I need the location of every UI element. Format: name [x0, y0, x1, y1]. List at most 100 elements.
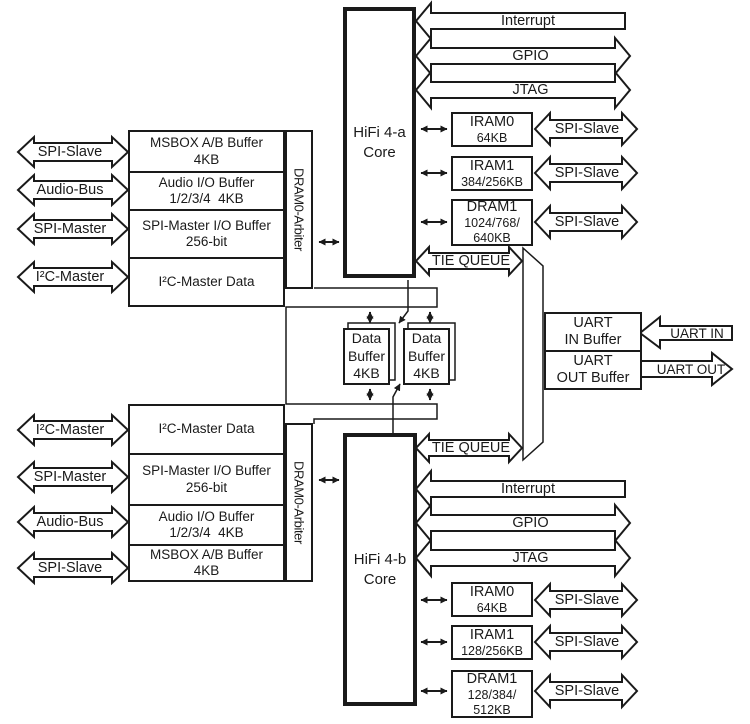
row-sublabel: 4KB — [193, 151, 220, 167]
dram1-a-box: DRAM1 1024/768/ 640KB — [451, 199, 533, 246]
spi-slave-arrow-iram1-b — [533, 623, 639, 661]
uart-out-arrow-label: UART OUT — [656, 361, 726, 377]
gpio-label-a: GPIO — [512, 48, 549, 64]
iram1-a-box: IRAM1 384/256KB — [451, 156, 533, 191]
audio-bus-label-top-left: Audio-Bus — [36, 182, 104, 198]
row-label: MSBOX A/B Buffer — [149, 135, 264, 151]
memory-size: 384/256KB — [461, 174, 523, 189]
memory-size: 128/256KB — [461, 643, 523, 658]
core-b-io-buffer-block: I²C-Master Data SPI-Master I/O Buffer 25… — [128, 404, 285, 582]
row-label: MSBOX A/B Buffer — [149, 546, 264, 562]
i2c-master-data-row-a: I²C-Master Data — [130, 257, 283, 305]
arbiter-label: DRAM0-Arbiter — [291, 461, 307, 544]
iram0-b-box: IRAM0 64KB — [451, 582, 533, 617]
jtag-arrow-b — [414, 537, 632, 579]
hifi4a-core: HiFi 4-a Core — [343, 7, 416, 278]
spi-slave-label-bottom-left: SPI-Slave — [37, 560, 103, 576]
memory-size: 1024/768/ — [464, 216, 520, 231]
tie-queue-channel — [522, 246, 544, 462]
uart-in-arrow-label: UART IN — [670, 325, 724, 341]
gpio-arrow-a — [414, 35, 632, 77]
core-sublabel: Core — [363, 143, 396, 161]
core-a-io-buffer-block: MSBOX A/B Buffer 4KB Audio I/O Buffer 1/… — [128, 130, 285, 307]
memory-name: IRAM0 — [469, 583, 515, 600]
memory-name: DRAM1 — [466, 199, 518, 216]
memory-size: 64KB — [476, 130, 508, 145]
buffer-label: Buffer — [347, 347, 386, 364]
interrupt-label-a: Interrupt — [501, 13, 555, 29]
memory-name: IRAM1 — [469, 157, 515, 174]
spi-slave-label-iram1-a: SPI-Slave — [554, 165, 620, 181]
spi-slave-arrow-dram1-a — [533, 203, 639, 241]
audio-bus-label-bottom-left: Audio-Bus — [36, 514, 104, 530]
core-label: HiFi 4-b — [353, 551, 407, 568]
data-buffer-right: Data Buffer 4KB — [403, 328, 450, 385]
row-label: SPI-Master I/O Buffer — [142, 463, 271, 479]
memory-name: IRAM0 — [469, 113, 515, 130]
buffer-label: 4KB — [413, 365, 440, 382]
memory-size: 512KB — [473, 702, 511, 717]
msbox-buffer-row-b: MSBOX A/B Buffer 4KB — [130, 544, 283, 580]
core-label: HiFi 4-a — [353, 124, 406, 141]
spi-slave-arrow-iram1-a — [533, 154, 639, 192]
uart-out-arrow — [639, 350, 734, 388]
row-label: I²C-Master Data — [158, 273, 255, 289]
dram0-arbiter-a: DRAM0-Arbiter — [285, 130, 313, 289]
tie-queue-label-a: TIE QUEUE — [431, 252, 511, 269]
row-sublabel: 4KB — [193, 563, 220, 578]
buffer-label: Buffer — [407, 347, 446, 364]
buffer-label: Data — [411, 330, 442, 347]
memory-size: 64KB — [476, 600, 508, 615]
data-buffer-left: Data Buffer 4KB — [343, 328, 390, 385]
spi-slave-label-iram1-b: SPI-Slave — [554, 634, 620, 650]
spi-slave-label-dram1-a: SPI-Slave — [554, 214, 620, 230]
row-sublabel: 1/2/3/4 4KB — [169, 191, 244, 206]
row-sublabel: 256-bit — [185, 234, 228, 249]
arbiter-shared-bus-wire — [285, 287, 438, 424]
spi-slave-label-iram0-a: SPI-Slave — [554, 121, 620, 137]
spi-slave-arrow-iram0-a — [533, 110, 639, 148]
spi-master-label-bottom-left: SPI-Master — [33, 469, 107, 485]
gpio-label-b: GPIO — [512, 515, 549, 531]
spi-slave-label-dram1-b: SPI-Slave — [554, 683, 620, 699]
row-sublabel: 256-bit — [185, 479, 228, 495]
i2c-master-label-top-left: I²C-Master — [35, 269, 105, 285]
memory-size: 128/384/ — [467, 687, 517, 702]
row-label: I²C-Master Data — [158, 421, 255, 437]
spi-master-io-buffer-row-a: SPI-Master I/O Buffer 256-bit — [130, 209, 283, 257]
interrupt-label-b: Interrupt — [501, 481, 555, 497]
spi-master-label-top-left: SPI-Master — [33, 221, 107, 237]
dram0-arbiter-b: DRAM0-Arbiter — [285, 423, 313, 582]
arbiter-label: DRAM0-Arbiter — [291, 168, 307, 251]
hifi4b-core: HiFi 4-b Core — [343, 433, 417, 706]
audio-io-buffer-row-b: Audio I/O Buffer 1/2/3/4 4KB — [130, 504, 283, 544]
uart-in-buffer-box: UART IN Buffer — [544, 312, 642, 352]
tie-queue-arrow-b — [414, 431, 524, 465]
i2c-master-data-row-b: I²C-Master Data — [130, 406, 283, 453]
iram1-b-box: IRAM1 128/256KB — [451, 625, 533, 660]
row-label: Audio I/O Buffer — [158, 508, 255, 524]
uart-in-arrow — [638, 314, 733, 350]
memory-size: 640KB — [473, 231, 511, 246]
spi-slave-arrow-dram1-b — [533, 672, 639, 710]
iram0-a-box: IRAM0 64KB — [451, 112, 533, 147]
spi-slave-label-iram0-b: SPI-Slave — [554, 592, 620, 608]
core-sublabel: Core — [363, 570, 397, 588]
uart-label: UART — [573, 352, 613, 369]
jtag-label-a: JTAG — [512, 82, 549, 98]
memory-name: DRAM1 — [466, 670, 518, 687]
core-b-to-buffer-wire — [392, 383, 401, 434]
spi-master-io-buffer-row-b: SPI-Master I/O Buffer 256-bit — [130, 453, 283, 504]
jtag-label-b: JTAG — [512, 550, 549, 566]
dram1-b-box: DRAM1 128/384/ 512KB — [451, 670, 533, 718]
core-a-to-buffer-wire — [398, 280, 409, 324]
gpio-arrow-b — [414, 502, 632, 544]
tie-queue-arrow-a — [414, 244, 524, 278]
uart-label: UART — [573, 314, 613, 331]
spi-slave-label-top-left: SPI-Slave — [37, 144, 103, 160]
spi-slave-arrow-iram0-b — [533, 581, 639, 619]
row-sublabel: 1/2/3/4 4KB — [169, 525, 244, 540]
jtag-arrow-a — [414, 69, 632, 111]
uart-out-buffer-box: UART OUT Buffer — [544, 350, 642, 390]
